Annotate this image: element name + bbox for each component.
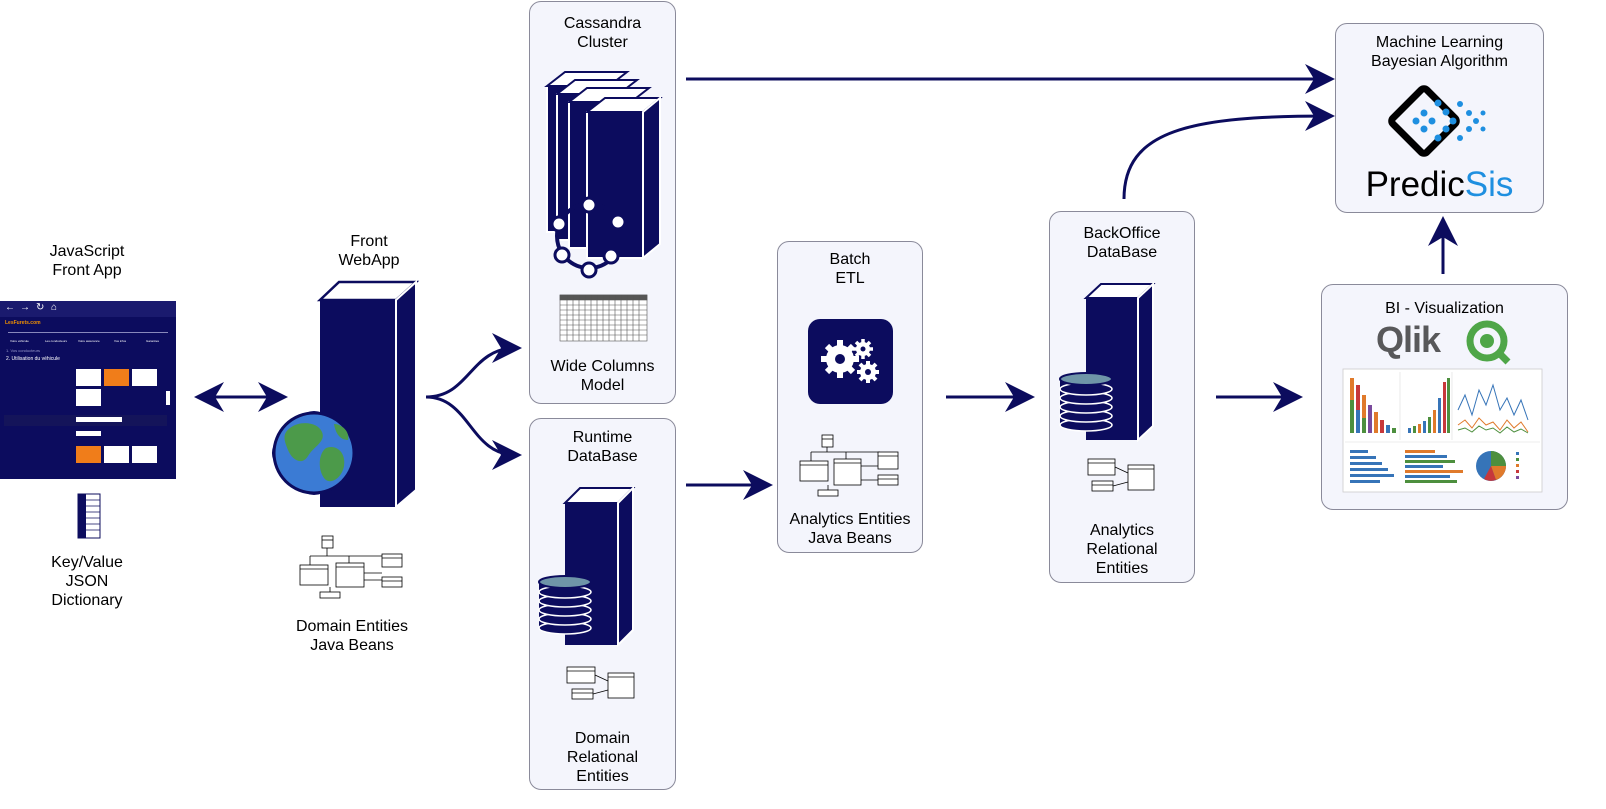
uml-class-diagram-icon	[799, 434, 899, 497]
qlik-logo: Qlik	[1376, 319, 1441, 360]
predicsis-logo: PredicSis	[1335, 165, 1544, 205]
runtime-db-label: Runtime DataBase	[567, 429, 638, 465]
uml-class-diagram-icon	[299, 535, 403, 599]
js-front-app-label: JavaScript Front App	[49, 243, 125, 279]
qlik-logo-text: Qlik	[1376, 319, 1441, 360]
backoffice-db-label: BackOffice DataBase	[1083, 225, 1161, 261]
section-sub: 1. Vos conducteurs	[6, 348, 41, 353]
input-field[interactable]	[76, 431, 101, 436]
step-label: Vos infos	[114, 339, 127, 343]
globe-icon	[271, 410, 357, 496]
ml-label: Machine Learning Bayesian Algorithm	[1371, 34, 1508, 70]
brand-logo: LesFurets.com	[5, 320, 41, 326]
home-icon[interactable]: ⌂	[51, 302, 58, 313]
key-value-label: Key/Value JSON Dictionary	[51, 554, 123, 609]
option-card[interactable]	[132, 369, 157, 386]
domain-relational-label: Domain Relational Entities	[566, 730, 639, 785]
back-icon[interactable]: ←	[5, 302, 15, 313]
uml-class-diagram-icon	[566, 666, 635, 700]
gear-icon	[808, 319, 893, 404]
option-card[interactable]	[76, 369, 101, 386]
scrollbar[interactable]	[166, 391, 170, 405]
front-webapp-label: Front WebApp	[338, 233, 400, 269]
predicsis-logo-text-a: Predic	[1365, 165, 1465, 204]
predicsis-logo-text-b: Sis	[1464, 165, 1514, 204]
step-label: Votre véhicule	[10, 339, 29, 343]
database-icon	[538, 575, 592, 635]
bi-label: BI - Visualization	[1385, 300, 1504, 317]
progress-steps	[8, 332, 168, 333]
bi-dashboard-thumbnail	[1342, 368, 1543, 493]
analytics-beans-label: Analytics Entities Java Beans	[789, 511, 911, 547]
forward-icon[interactable]: →	[20, 302, 30, 313]
reload-icon[interactable]: ↻	[36, 302, 45, 313]
option-card[interactable]	[104, 369, 129, 386]
database-icon	[1059, 372, 1113, 432]
arrow-backoffice-ml	[1122, 101, 1335, 200]
option-card[interactable]	[76, 446, 101, 463]
predicsis-logo-mark	[1388, 85, 1486, 157]
input-field[interactable]	[76, 417, 122, 422]
domain-entities-beans-label: Domain Entities Java Beans	[295, 618, 409, 654]
option-card[interactable]	[76, 389, 101, 406]
pie-thumbnail	[1476, 451, 1506, 481]
cassandra-ring-icon	[550, 196, 627, 279]
key-value-dictionary-icon	[77, 493, 101, 539]
step-label: Votre assurance	[78, 339, 100, 343]
section-title: 2. Utilisation du véhicule	[6, 356, 60, 362]
uml-class-diagram-icon	[1087, 458, 1155, 492]
option-card[interactable]	[132, 446, 157, 463]
arrow-webapp-split	[425, 333, 522, 470]
qlik-logo-mark	[1466, 320, 1511, 365]
option-card[interactable]	[104, 446, 129, 463]
step-label: Garanties	[146, 339, 160, 343]
wide-columns-label: Wide Columns Model	[550, 358, 655, 394]
ml-panel	[1335, 23, 1544, 213]
step-label: Les conducteurs	[45, 339, 68, 343]
batch-etl-label: Batch ETL	[829, 251, 871, 287]
wide-columns-grid-icon	[559, 294, 648, 342]
browser-toolbar: ← → ↻ ⌂	[0, 301, 176, 317]
cassandra-label: Cassandra Cluster	[563, 15, 642, 51]
front-app-screenshot: ← → ↻ ⌂ LesFurets.com Votre véhicule Les…	[0, 301, 176, 479]
analytics-relational-label: Analytics Relational Entities	[1086, 522, 1158, 577]
